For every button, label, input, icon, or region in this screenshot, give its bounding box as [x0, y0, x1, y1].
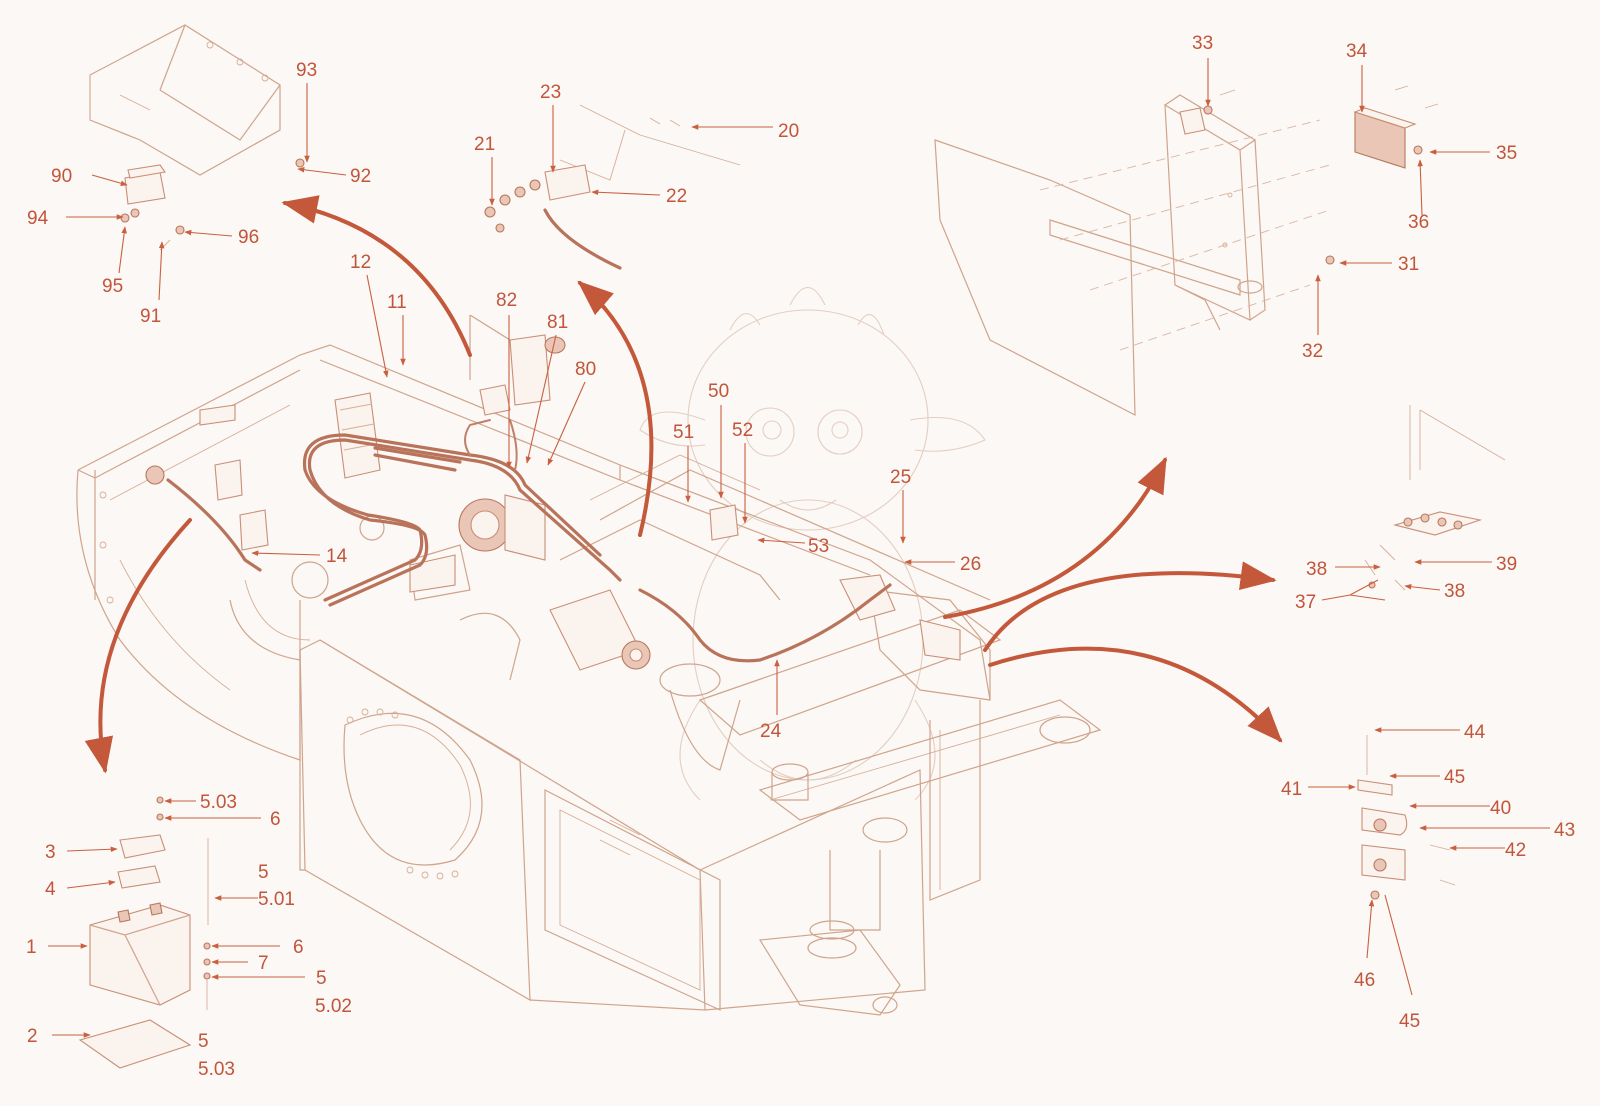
- part-label: 44: [1464, 722, 1486, 743]
- part-label: 3: [45, 842, 56, 863]
- part-label: 43: [1554, 820, 1575, 841]
- part-label: 5: [258, 862, 269, 883]
- part-label: 94: [27, 208, 49, 229]
- part-label: 51: [673, 422, 694, 443]
- detail-electronics-panel: [934, 85, 1439, 416]
- part-label: 22: [666, 186, 687, 207]
- part-label: 25: [890, 467, 911, 488]
- part-label: 20: [778, 121, 799, 142]
- part-label: 91: [140, 306, 161, 327]
- part-label: 52: [732, 420, 753, 441]
- part-label: 24: [760, 721, 782, 742]
- part-label: 11: [387, 292, 407, 313]
- part-label: 38: [1444, 581, 1465, 602]
- part-label: 33: [1192, 33, 1213, 54]
- part-label: 7: [258, 953, 269, 974]
- part-label: 35: [1496, 143, 1517, 164]
- part-label: 5.03: [200, 792, 237, 813]
- main-frame: [76, 344, 1102, 1016]
- part-label: 4: [45, 879, 56, 900]
- part-label: 26: [960, 554, 981, 575]
- part-label: 36: [1408, 212, 1429, 233]
- part-label: 34: [1346, 41, 1368, 62]
- part-label: 21: [474, 134, 495, 155]
- detail-cable-terminals: [484, 104, 741, 270]
- part-label: 96: [238, 227, 259, 248]
- part-label: 5.02: [315, 996, 352, 1017]
- part-label: 37: [1295, 592, 1316, 613]
- part-label: 90: [51, 166, 72, 187]
- part-label: 81: [547, 312, 568, 333]
- part-label: 14: [326, 546, 348, 567]
- part-label: 92: [350, 166, 371, 187]
- part-label: 82: [496, 290, 517, 311]
- part-label: 23: [540, 82, 561, 103]
- detail-clamp-assembly: [1357, 735, 1456, 900]
- part-label: 50: [708, 381, 729, 402]
- part-label: 40: [1490, 798, 1511, 819]
- callout-arrows: [84, 195, 1283, 774]
- detail-battery: [78, 796, 211, 1069]
- part-label: 31: [1398, 254, 1419, 275]
- part-label: 46: [1354, 970, 1375, 991]
- leader-lines: [48, 58, 1550, 1038]
- part-label: 38: [1306, 559, 1327, 580]
- part-label: 95: [102, 276, 123, 297]
- part-label: 39: [1496, 554, 1517, 575]
- part-label: 12: [350, 252, 371, 273]
- part-label: 45: [1399, 1011, 1420, 1032]
- part-label: 53: [808, 536, 829, 557]
- part-label: 6: [293, 937, 304, 958]
- wiring-harness: [166, 419, 892, 663]
- part-number-labels: 93 90 92 94 96 95 91 23 20 21 22 12 11 8…: [26, 33, 1575, 1080]
- part-label: 93: [296, 60, 317, 81]
- part-label: 32: [1302, 341, 1323, 362]
- detail-terminal-strip: [1364, 405, 1506, 591]
- part-label: 41: [1281, 779, 1302, 800]
- part-label: 5: [316, 968, 327, 989]
- part-label: 6: [270, 809, 281, 830]
- part-label: 5.01: [258, 889, 295, 910]
- part-label: 80: [575, 359, 596, 380]
- part-label: 42: [1505, 840, 1526, 861]
- part-label: 2: [27, 1026, 38, 1047]
- detail-relay-bracket: [89, 24, 305, 251]
- part-label: 5: [198, 1031, 209, 1052]
- part-label: 1: [26, 937, 37, 958]
- part-label: 45: [1444, 767, 1465, 788]
- part-label: 5.03: [198, 1059, 235, 1080]
